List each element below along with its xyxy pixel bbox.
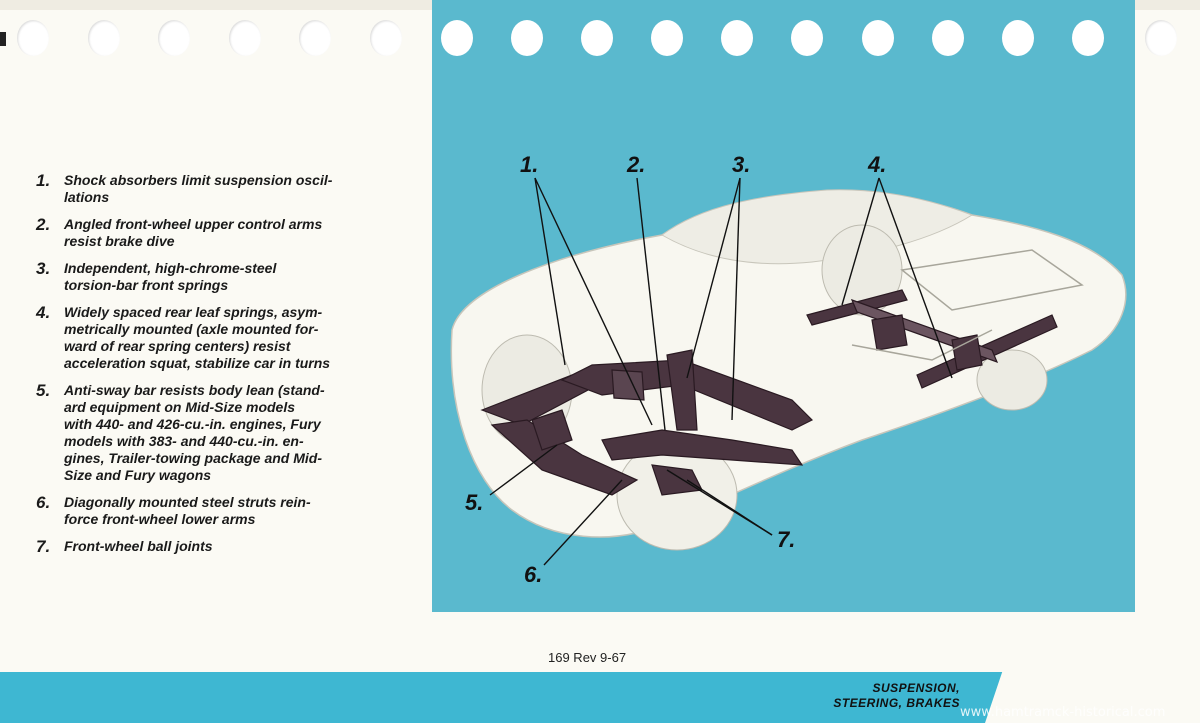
binder-hole	[158, 20, 190, 56]
feature-item: 2. Angled front-wheel upper control arms…	[36, 216, 396, 250]
callout-6: 6.	[524, 562, 543, 587]
binder-hole	[88, 20, 120, 56]
rear-frame	[851, 249, 1084, 361]
suspension-illustration	[441, 20, 1127, 566]
binder-hole	[1145, 20, 1177, 56]
feature-item: 7. Front-wheel ball joints	[36, 538, 396, 556]
car-body	[450, 189, 1127, 551]
binder-hole	[17, 20, 49, 56]
feature-number: 5.	[36, 381, 51, 400]
feature-number: 2.	[36, 215, 51, 234]
feature-text: Independent, high-chrome-steel torsion-b…	[64, 260, 277, 293]
binder-hole	[299, 20, 331, 56]
feature-item: 5. Anti-sway bar resists body lean (stan…	[36, 382, 396, 484]
feature-text: Widely spaced rear leaf springs, asym- m…	[64, 304, 331, 371]
page-number: 169 Rev 9-67	[548, 650, 627, 665]
feature-number: 7.	[36, 537, 51, 556]
callout-7: 7.	[777, 527, 796, 552]
callout-5: 5.	[465, 490, 484, 515]
feature-item: 4. Widely spaced rear leaf springs, asym…	[36, 304, 396, 372]
section-label: SUSPENSION, STEERING, BRAKES	[833, 681, 960, 710]
front-suspension	[480, 349, 814, 496]
feature-text: Diagonally mounted steel struts rein- fo…	[64, 494, 311, 527]
feature-text: Front-wheel ball joints	[64, 538, 213, 554]
panel-binder-holes	[441, 20, 1104, 56]
footer-tab	[985, 672, 1200, 723]
callout-3: 3.	[732, 152, 751, 177]
callout-lines	[489, 177, 953, 566]
feature-text: Anti-sway bar resists body lean (stand- …	[64, 382, 325, 483]
callout-4: 4.	[868, 152, 887, 177]
feature-number: 4.	[36, 303, 51, 322]
binder-hole	[229, 20, 261, 56]
feature-text: Shock absorbers limit suspension oscil- …	[64, 172, 333, 205]
rear-suspension	[806, 289, 1058, 389]
feature-item: 6. Diagonally mounted steel struts rein-…	[36, 494, 396, 528]
callout-1: 1.	[520, 152, 539, 177]
callout-2: 2.	[627, 152, 646, 177]
watermark: www.hamtramck-historical.com	[960, 705, 1166, 720]
feature-number: 6.	[36, 493, 51, 512]
binder-mark	[0, 32, 6, 46]
feature-text: Angled front-wheel upper control arms re…	[64, 216, 323, 249]
feature-number: 3.	[36, 259, 51, 278]
feature-item: 1. Shock absorbers limit suspension osci…	[36, 172, 396, 206]
feature-list: 1. Shock absorbers limit suspension osci…	[36, 172, 396, 566]
illustration-panel: 1. 2. 3. 4. 5. 6. 7.	[432, 0, 1135, 612]
binder-hole	[370, 20, 402, 56]
feature-item: 3. Independent, high-chrome-steel torsio…	[36, 260, 396, 294]
feature-number: 1.	[36, 171, 51, 190]
